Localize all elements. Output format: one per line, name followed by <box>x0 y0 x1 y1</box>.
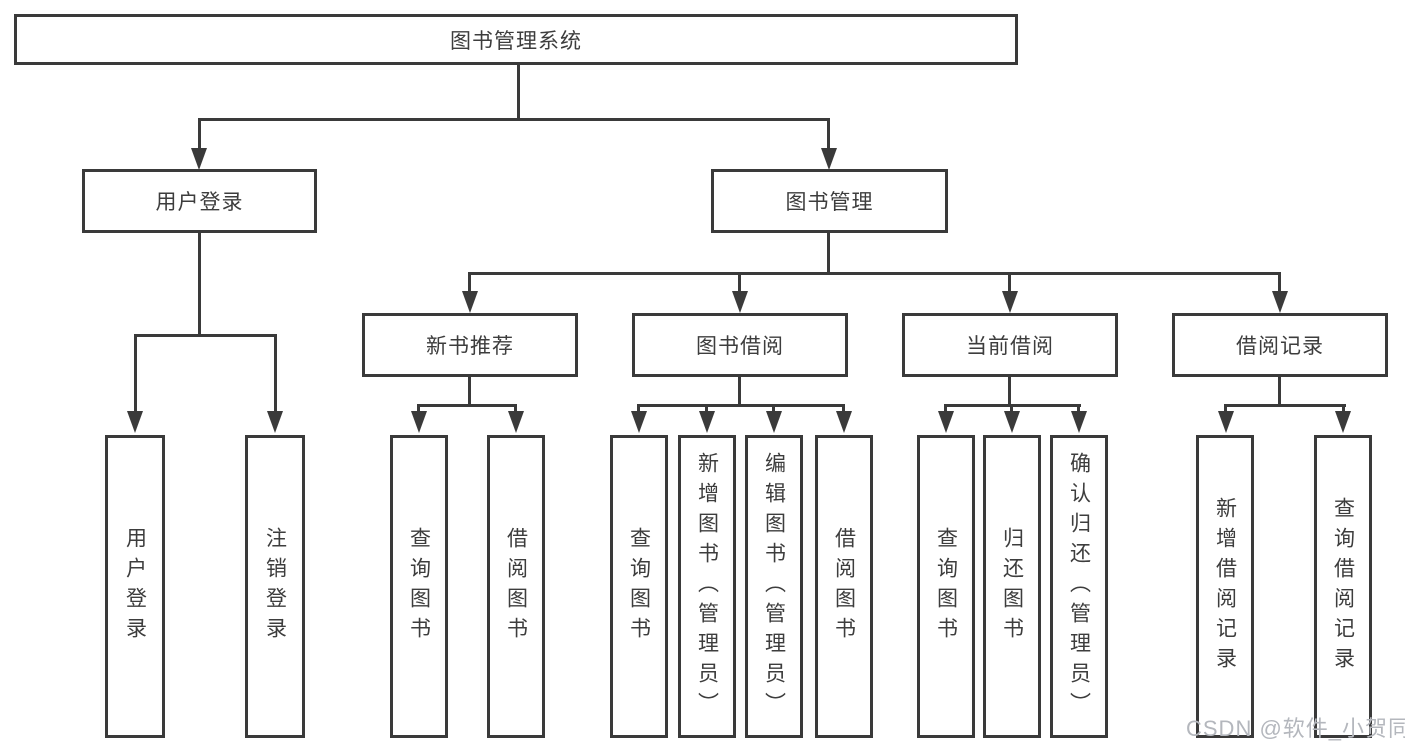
node-label-new-book-recommend: 新书推荐 <box>426 335 514 358</box>
arrowhead-icon <box>267 411 283 433</box>
connector-segment <box>1008 272 1011 293</box>
connector-segment <box>772 404 775 413</box>
connector-segment <box>1008 377 1011 407</box>
connector-segment <box>274 334 277 413</box>
node-label-leaf-add-borrow-record: 新增借阅记录 <box>1213 496 1237 677</box>
node-leaf-add-borrow-record: 新增借阅记录 <box>1196 435 1254 738</box>
node-label-leaf-user-login: 用户登录 <box>123 526 147 647</box>
arrowhead-icon <box>1218 411 1234 433</box>
connector-segment <box>637 404 640 413</box>
node-label-leaf-query-book-1: 查询图书 <box>407 526 431 647</box>
node-leaf-edit-book-admin: 编辑图书（管理员） <box>745 435 803 738</box>
node-label-user-login: 用户登录 <box>155 191 244 214</box>
connector-segment <box>517 65 520 121</box>
node-leaf-return-book: 归还图书 <box>983 435 1041 738</box>
connector-segment <box>1010 404 1013 413</box>
arrowhead-icon <box>766 411 782 433</box>
connector-segment <box>1224 404 1227 413</box>
node-label-leaf-query-book-3: 查询图书 <box>934 526 958 647</box>
node-current-borrow: 当前借阅 <box>902 313 1118 377</box>
arrowhead-icon <box>732 291 748 313</box>
node-leaf-query-book-1: 查询图书 <box>390 435 448 738</box>
node-label-borrow-records: 借阅记录 <box>1236 335 1324 358</box>
node-new-book-recommend: 新书推荐 <box>362 313 578 377</box>
connector-segment <box>514 404 517 413</box>
arrowhead-icon <box>836 411 852 433</box>
node-label-leaf-return-book: 归还图书 <box>1000 526 1024 647</box>
connector-segment <box>827 233 830 275</box>
connector-segment <box>134 334 277 337</box>
connector-segment <box>468 272 1281 275</box>
node-label-leaf-edit-book-admin: 编辑图书（管理员） <box>762 451 786 722</box>
node-book-borrow: 图书借阅 <box>632 313 848 377</box>
arrowhead-icon <box>462 291 478 313</box>
node-leaf-query-borrow-record: 查询借阅记录 <box>1314 435 1372 738</box>
node-label-leaf-confirm-return-admin: 确认归还（管理员） <box>1067 451 1091 722</box>
node-leaf-user-login: 用户登录 <box>105 435 165 738</box>
connector-segment <box>468 377 471 407</box>
arrowhead-icon <box>821 148 837 170</box>
node-label-book-management: 图书管理 <box>785 191 874 214</box>
arrowhead-icon <box>1004 411 1020 433</box>
connector-segment <box>198 118 201 150</box>
arrowhead-icon <box>191 148 207 170</box>
connector-segment <box>1077 404 1080 413</box>
node-leaf-borrow-book-2: 借阅图书 <box>815 435 873 738</box>
node-label-leaf-borrow-book-1: 借阅图书 <box>504 526 528 647</box>
connector-segment <box>705 404 708 413</box>
node-label-root: 图书管理系统 <box>450 29 582 53</box>
node-label-leaf-query-borrow-record: 查询借阅记录 <box>1331 496 1355 677</box>
node-label-current-borrow: 当前借阅 <box>966 335 1054 358</box>
connector-segment <box>637 404 845 407</box>
node-label-leaf-add-book-admin: 新增图书（管理员） <box>695 451 719 722</box>
node-label-book-borrow: 图书借阅 <box>696 335 784 358</box>
node-label-leaf-logout: 注销登录 <box>263 526 287 647</box>
arrowhead-icon <box>1071 411 1087 433</box>
connector-segment <box>417 404 420 413</box>
node-root: 图书管理系统 <box>14 14 1018 65</box>
node-leaf-query-book-3: 查询图书 <box>917 435 975 738</box>
connector-segment <box>198 233 201 337</box>
arrowhead-icon <box>1272 291 1288 313</box>
connector-segment <box>1224 404 1346 407</box>
csdn-watermark: CSDN @软件_小贺同学 <box>1186 716 1405 741</box>
node-book-management: 图书管理 <box>711 169 948 233</box>
arrowhead-icon <box>508 411 524 433</box>
connector-segment <box>1342 404 1345 413</box>
connector-segment <box>944 404 947 413</box>
arrowhead-icon <box>1335 411 1351 433</box>
arrowhead-icon <box>938 411 954 433</box>
connector-segment <box>134 334 137 413</box>
connector-segment <box>738 377 741 407</box>
connector-segment <box>1278 272 1281 293</box>
connector-segment <box>842 404 845 413</box>
connector-segment <box>827 118 830 150</box>
arrowhead-icon <box>411 411 427 433</box>
connector-segment <box>417 404 517 407</box>
arrowhead-icon <box>127 411 143 433</box>
node-leaf-confirm-return-admin: 确认归还（管理员） <box>1050 435 1108 738</box>
node-borrow-records: 借阅记录 <box>1172 313 1388 377</box>
connector-segment <box>1278 377 1281 407</box>
node-leaf-query-book-2: 查询图书 <box>610 435 668 738</box>
node-leaf-add-book-admin: 新增图书（管理员） <box>678 435 736 738</box>
node-user-login: 用户登录 <box>82 169 317 233</box>
arrowhead-icon <box>699 411 715 433</box>
connector-segment <box>198 118 830 121</box>
node-label-leaf-borrow-book-2: 借阅图书 <box>832 526 856 647</box>
connector-segment <box>468 272 471 293</box>
node-leaf-borrow-book-1: 借阅图书 <box>487 435 545 738</box>
node-leaf-logout: 注销登录 <box>245 435 305 738</box>
connector-segment <box>738 272 741 293</box>
arrowhead-icon <box>631 411 647 433</box>
node-label-leaf-query-book-2: 查询图书 <box>627 526 651 647</box>
arrowhead-icon <box>1002 291 1018 313</box>
